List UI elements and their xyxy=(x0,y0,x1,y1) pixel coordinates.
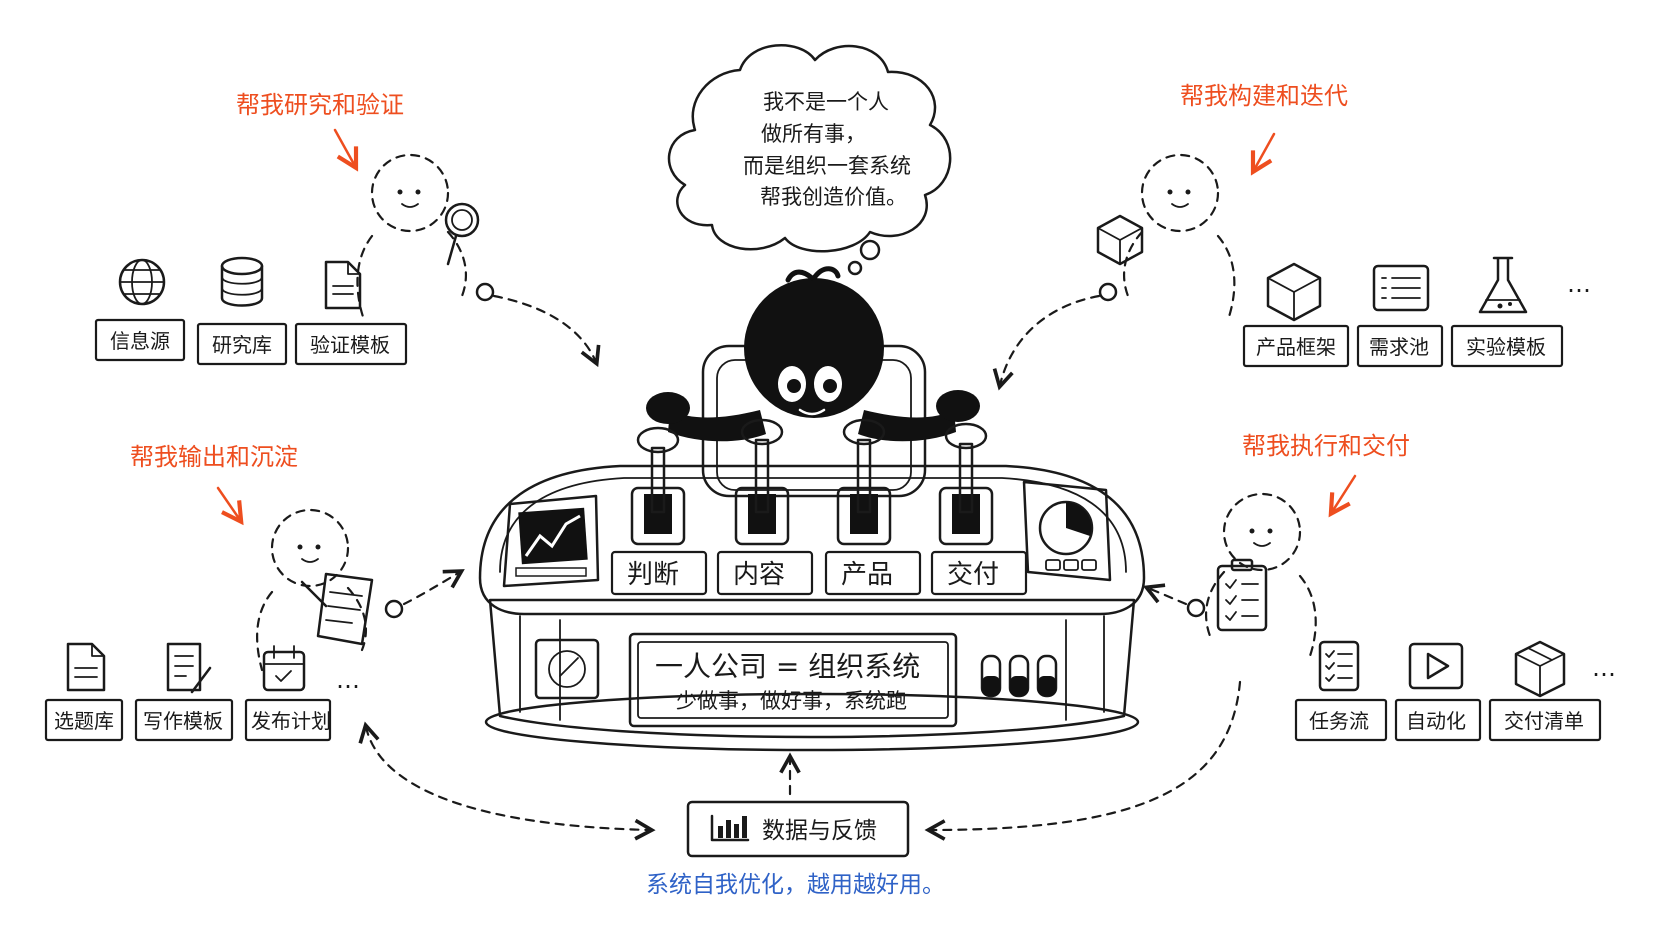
card-build-3[interactable] xyxy=(1450,324,1564,368)
card-output-3[interactable] xyxy=(244,698,332,742)
execute-more: … xyxy=(1592,654,1619,682)
card-execute-3[interactable] xyxy=(1488,698,1602,742)
card-build-1[interactable] xyxy=(1242,324,1350,368)
card-research-2[interactable] xyxy=(196,322,288,366)
pen-document-icon xyxy=(166,642,212,694)
lever-1 xyxy=(630,426,686,546)
card-research-3[interactable] xyxy=(294,322,408,366)
helper-research xyxy=(356,153,480,322)
lever-3 xyxy=(836,418,892,546)
bubble-line-1: 我不是一个人 xyxy=(763,90,889,114)
globe-icon xyxy=(118,258,166,306)
annotation-build-arrow xyxy=(1254,132,1276,170)
card-build-2[interactable] xyxy=(1356,324,1444,368)
annotation-execute: 帮我执行和交付 xyxy=(1242,432,1410,460)
document-icon xyxy=(324,260,362,310)
cube-icon xyxy=(1266,262,1322,322)
card-execute-1[interactable] xyxy=(1294,698,1388,742)
bubble-line-4: 帮我创造价值。 xyxy=(760,185,907,209)
build-items: 产品框架 需求池 实验模板 … xyxy=(1242,256,1594,368)
lever-label-4: 交付 xyxy=(947,560,999,590)
equation-subtitle: 少做事，做好事，系统跑 xyxy=(676,689,907,713)
annotation-execute-arrow xyxy=(1332,474,1357,512)
flow-arrows xyxy=(366,282,1242,830)
console-pie-screen xyxy=(1022,480,1112,582)
execute-items: 任务流 自动化 交付清单 … xyxy=(1294,640,1619,742)
bar-chart-icon xyxy=(710,814,750,842)
helper-output xyxy=(256,508,374,672)
calendar-icon xyxy=(262,645,306,692)
lever-2 xyxy=(734,418,790,546)
helper-execute xyxy=(1204,492,1317,658)
card-research-2-label: 研究库 xyxy=(212,333,272,357)
equation-plaque: 一人公司 = 组织系统 少做事，做好事，系统跑 xyxy=(628,632,958,728)
lever-4 xyxy=(938,422,994,546)
thought-bubble: 我不是一个人 做所有事， 而是组织一套系统 帮我创造价值。 xyxy=(667,44,952,276)
writing-paper-icon xyxy=(300,572,374,646)
card-output-1-label: 选题库 xyxy=(54,709,114,733)
card-output-3-label: 发布计划 xyxy=(251,709,331,733)
card-research-1-label: 信息源 xyxy=(110,329,170,353)
annotation-output-arrow xyxy=(216,486,240,520)
helper-build xyxy=(1096,153,1236,322)
card-build-1-label: 产品框架 xyxy=(1256,335,1336,359)
control-console: 判断 内容 产品 交付 一人公司 = 组织系统 少做事，做好事，系统跑 xyxy=(478,418,1146,752)
annotation-output: 帮我输出和沉淀 xyxy=(130,443,298,471)
lever-label-3: 产品 xyxy=(841,560,893,590)
output-more: … xyxy=(336,666,363,694)
feedback-caption: 系统自我优化，越用越好用。 xyxy=(646,872,945,898)
annotation-research: 帮我研究和验证 xyxy=(236,91,404,119)
equation-title: 一人公司 = 组织系统 xyxy=(655,650,920,683)
lever-label-2: 内容 xyxy=(733,560,785,590)
card-output-2[interactable] xyxy=(134,698,234,742)
card-research-1[interactable] xyxy=(94,318,186,362)
play-icon xyxy=(1408,642,1464,690)
clock-panel xyxy=(534,638,600,700)
annotation-build: 帮我构建和迭代 xyxy=(1180,82,1348,110)
cube-held-icon xyxy=(1096,214,1144,266)
output-items: 选题库 写作模板 发布计划 … xyxy=(44,642,363,742)
switches xyxy=(980,654,1058,698)
feedback-label: 数据与反馈 xyxy=(762,818,877,844)
research-items: 信息源 研究库 验证模板 xyxy=(94,256,408,366)
lever-label-1: 判断 xyxy=(627,560,679,590)
feedback-box[interactable]: 数据与反馈 xyxy=(686,800,910,858)
card-research-3-label: 验证模板 xyxy=(310,333,390,357)
document-icon xyxy=(66,642,106,692)
checklist-icon xyxy=(1318,640,1360,692)
card-execute-2-label: 自动化 xyxy=(1406,709,1466,733)
annotation-research-arrow xyxy=(333,128,355,166)
flask-icon xyxy=(1478,256,1528,314)
bubble-line-3: 而是组织一套系统 xyxy=(743,154,911,178)
bubble-line-2: 做所有事， xyxy=(761,122,866,146)
card-build-2-label: 需求池 xyxy=(1369,335,1429,359)
card-execute-2[interactable] xyxy=(1394,698,1482,742)
character xyxy=(646,266,980,498)
package-icon xyxy=(1514,640,1566,698)
card-output-2-label: 写作模板 xyxy=(143,709,223,733)
clipboard-icon xyxy=(1216,558,1268,632)
card-build-3-label: 实验模板 xyxy=(1466,335,1546,359)
card-output-1[interactable] xyxy=(44,698,124,742)
card-execute-1-label: 任务流 xyxy=(1309,709,1369,733)
console-chart-screen xyxy=(502,494,600,588)
card-execute-3-label: 交付清单 xyxy=(1504,709,1584,733)
build-more: … xyxy=(1567,270,1594,298)
list-board-icon xyxy=(1372,264,1430,312)
database-icon xyxy=(220,256,264,307)
magnifier-icon xyxy=(444,202,480,266)
